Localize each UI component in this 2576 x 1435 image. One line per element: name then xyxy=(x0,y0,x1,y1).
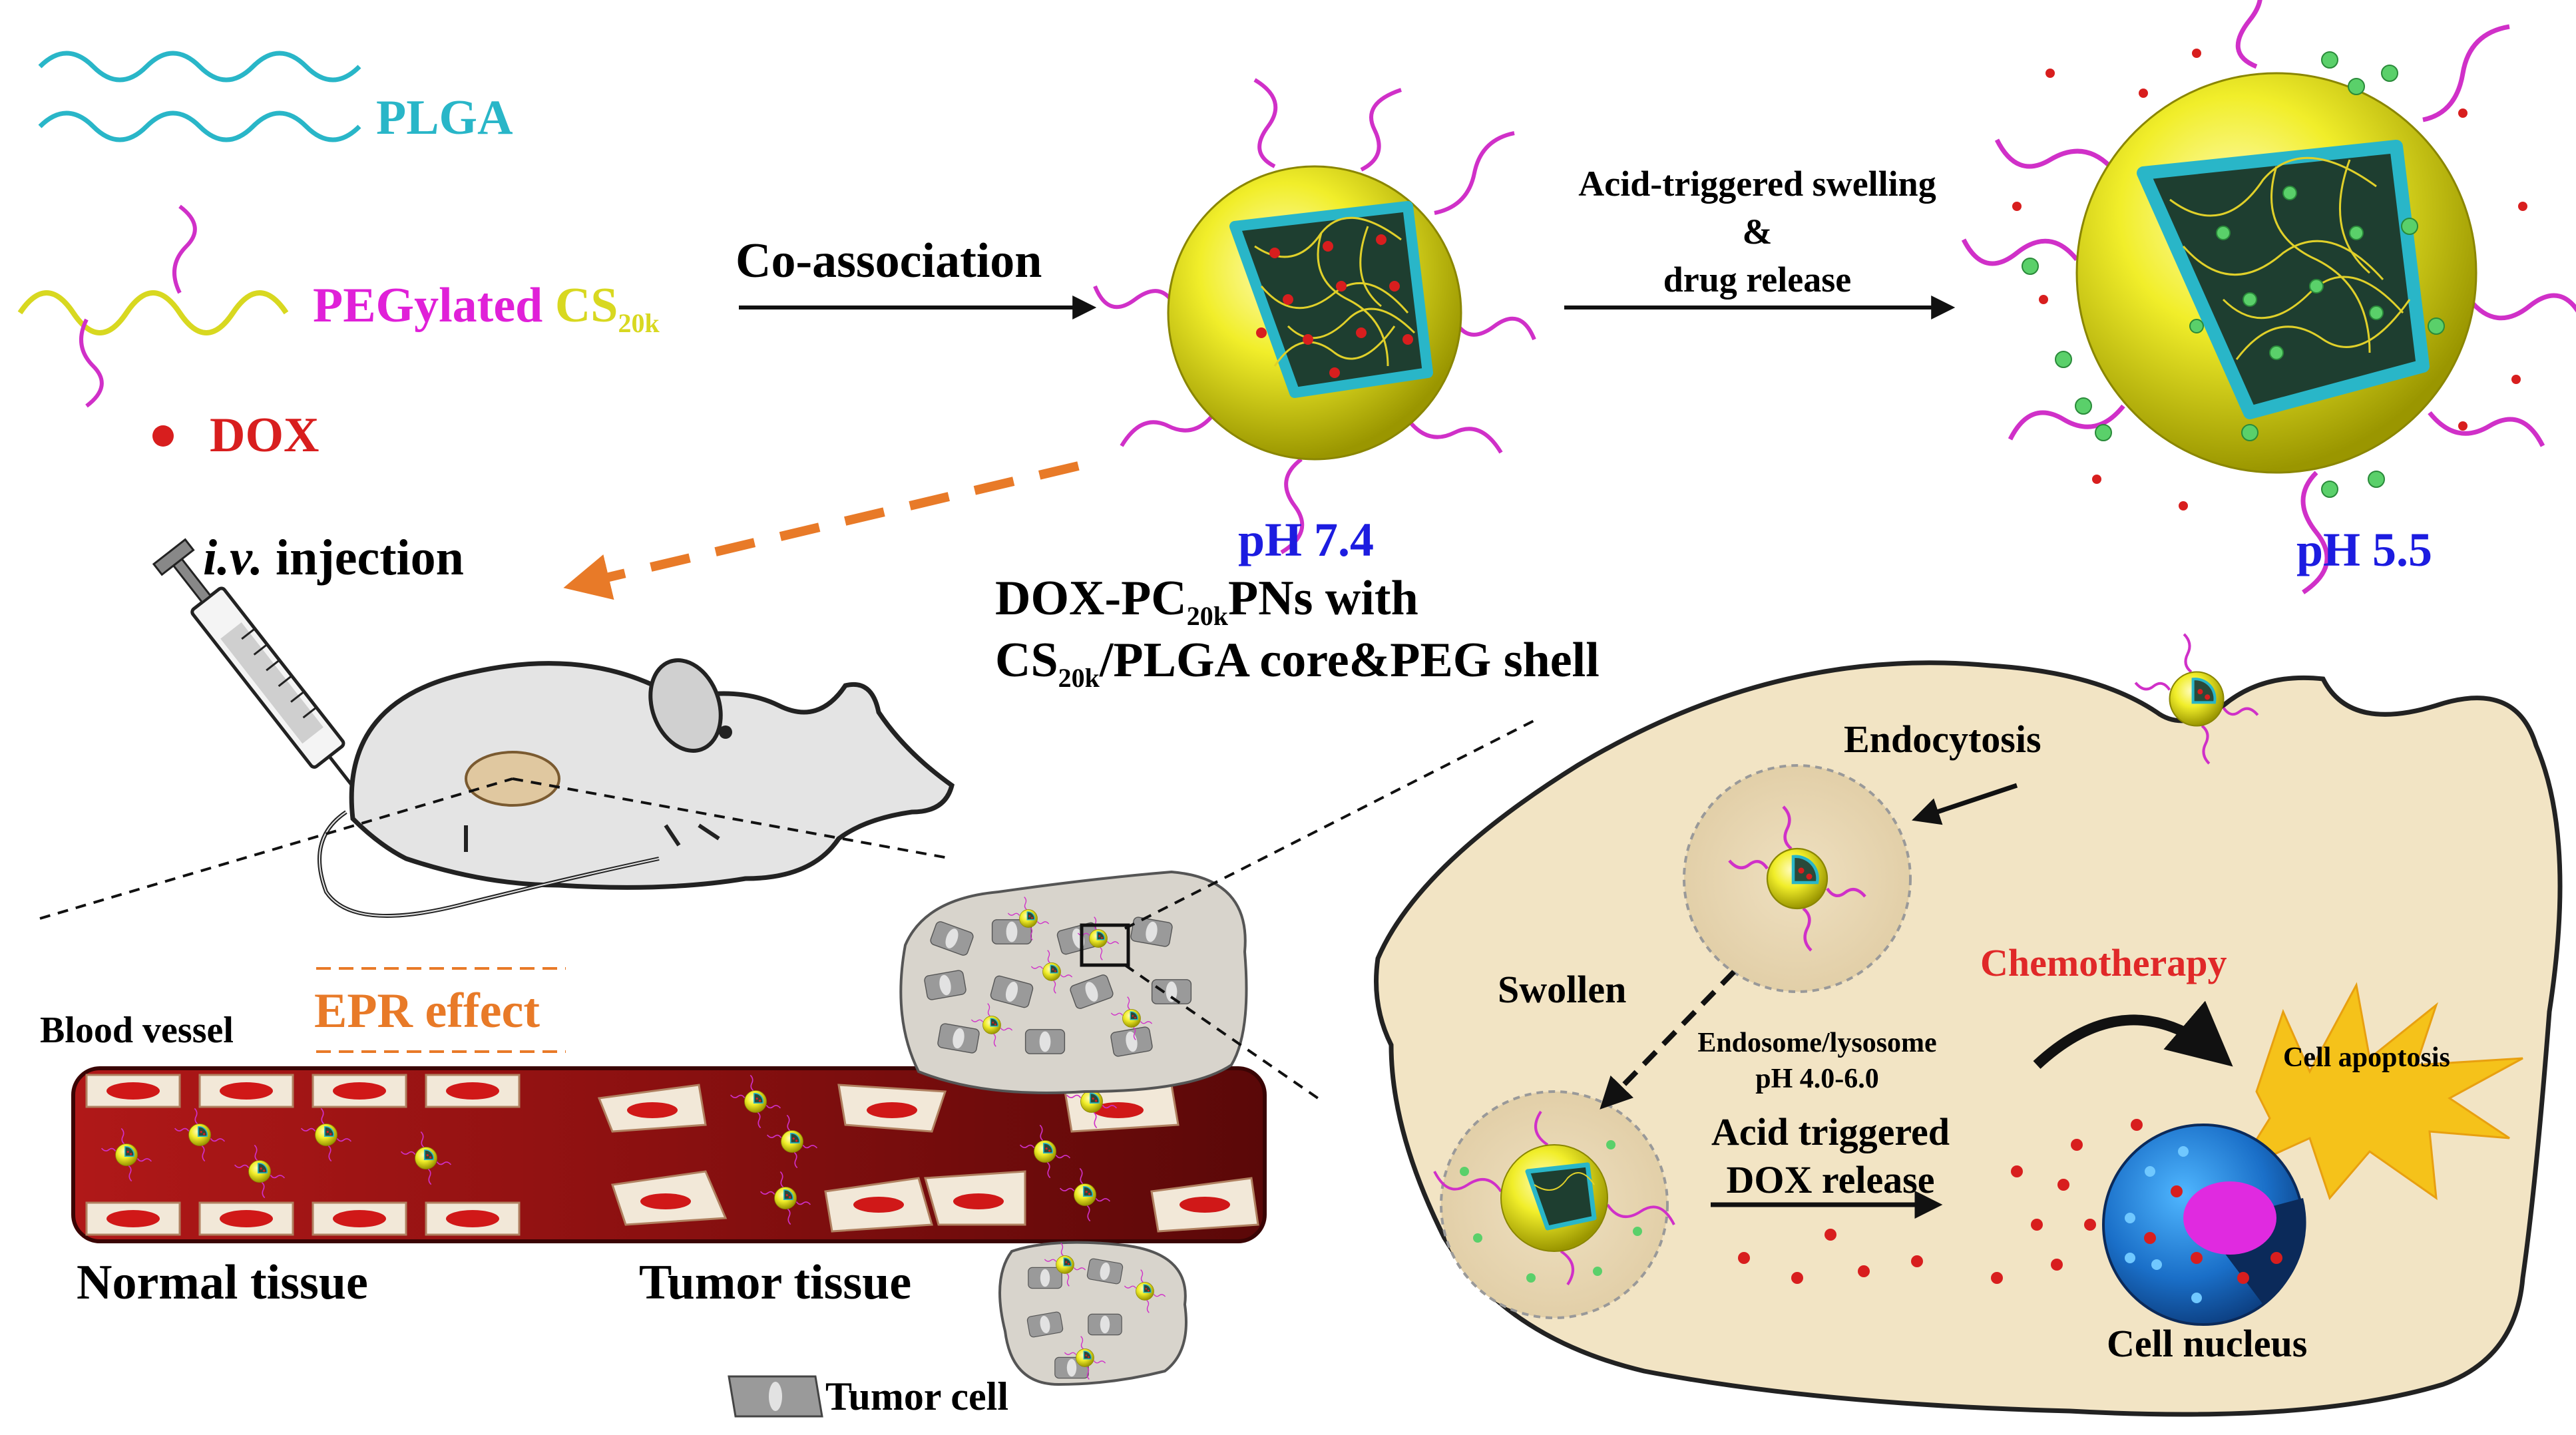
zoom-line xyxy=(1124,718,1538,930)
tumor-cell-legend-icon xyxy=(728,1375,823,1418)
pegylated-cs-chain xyxy=(17,204,289,408)
release-line-2: & xyxy=(1742,212,1773,252)
cs-text: CS xyxy=(554,278,618,333)
blood-vessel xyxy=(71,1066,1267,1243)
released-drug xyxy=(2022,51,2445,498)
pegylated-cs-label: PEGylated CS20k xyxy=(313,281,660,337)
zoom-box xyxy=(1080,923,1130,967)
acid-release-label: Acid triggered DOX release xyxy=(1677,1108,1984,1204)
np-line2-b: /PLGA core&PEG shell xyxy=(1099,633,1600,688)
np-line2-a: CS xyxy=(995,633,1058,688)
cell-nucleus-label: Cell nucleus xyxy=(2107,1322,2308,1365)
endocytosis-label: Endocytosis xyxy=(1844,718,2041,761)
np-line1-b: PNs with xyxy=(1227,571,1418,626)
swelling-arrow xyxy=(1600,970,1736,1110)
release-line-1: Acid-triggered swelling xyxy=(1578,164,1936,204)
nanoparticle-ph55 xyxy=(1961,0,2576,594)
cs-subscript: 20k xyxy=(618,308,660,338)
endosome-name: Endosome/lysosome xyxy=(1697,1028,1937,1058)
peg-text: PEGylated xyxy=(313,278,543,333)
released-dox xyxy=(2012,49,2527,511)
injection-path-arrow xyxy=(563,461,1080,600)
zoom-line xyxy=(39,777,513,920)
iv-injection-label: i.v. injection xyxy=(203,532,464,583)
endosome-ph: pH 4.0-6.0 xyxy=(1755,1064,1879,1094)
epr-effect-label: EPR effect xyxy=(314,984,540,1038)
endosome-lysosome xyxy=(1433,1090,1675,1319)
apoptosis-burst xyxy=(2234,982,2523,1201)
np-description-line-1: DOX-PC20kPNs with xyxy=(995,574,1418,630)
np-description-line-2: CS20k/PLGA core&PEG shell xyxy=(995,636,1600,692)
release-label: Acid-triggered swelling & drug release xyxy=(1531,160,1984,304)
ph-neutral-label: pH 7.4 xyxy=(1238,513,1375,566)
dox-label: DOX xyxy=(210,408,320,463)
endocytosis-arrow xyxy=(1912,783,2018,825)
injection-text: injection xyxy=(263,530,464,586)
mouse xyxy=(318,658,955,918)
plga-label: PLGA xyxy=(376,91,513,145)
release-line-3: drug release xyxy=(1663,260,1852,300)
tumor-tissue-upper xyxy=(899,870,1248,1094)
plga-chain-1 xyxy=(38,51,361,83)
chemotherapy-label: Chemotherapy xyxy=(1980,941,2227,984)
np-line2-sub: 20k xyxy=(1058,662,1100,693)
tumor-tissue-lower xyxy=(998,1241,1187,1386)
blood-vessel-label: Blood vessel xyxy=(40,1010,234,1051)
iv-text: i.v. xyxy=(203,530,264,586)
endosome-label: Endosome/lysosome pH 4.0-6.0 xyxy=(1664,1025,1970,1097)
np-line1-sub: 20k xyxy=(1186,600,1228,631)
acid-release-line-2: DOX release xyxy=(1726,1158,1935,1201)
tumor-cell-legend-label: Tumor cell xyxy=(825,1374,1009,1418)
nanoparticle-ph74 xyxy=(1093,78,1536,554)
acid-release-line-1: Acid triggered xyxy=(1711,1110,1950,1153)
normal-endothelium xyxy=(85,1074,521,1236)
swollen-label: Swollen xyxy=(1498,968,1627,1011)
coassociation-label: Co-association xyxy=(736,234,1042,288)
cell-apoptosis-label: Cell apoptosis xyxy=(2283,1042,2450,1073)
dox-dot xyxy=(152,425,174,447)
np-line1-a: DOX-PC xyxy=(995,571,1187,626)
endocytic-vesicle xyxy=(1683,764,1912,993)
chemotherapy-arrow xyxy=(2033,1000,2233,1069)
cell-nucleus xyxy=(2102,1124,2306,1326)
ph-acid-label: pH 5.5 xyxy=(2296,523,2433,576)
tumor-tissue-label: Tumor tissue xyxy=(639,1255,912,1310)
normal-tissue-label: Normal tissue xyxy=(77,1255,368,1310)
zoom-line xyxy=(1124,964,1319,1100)
plga-chain-2 xyxy=(38,110,361,142)
